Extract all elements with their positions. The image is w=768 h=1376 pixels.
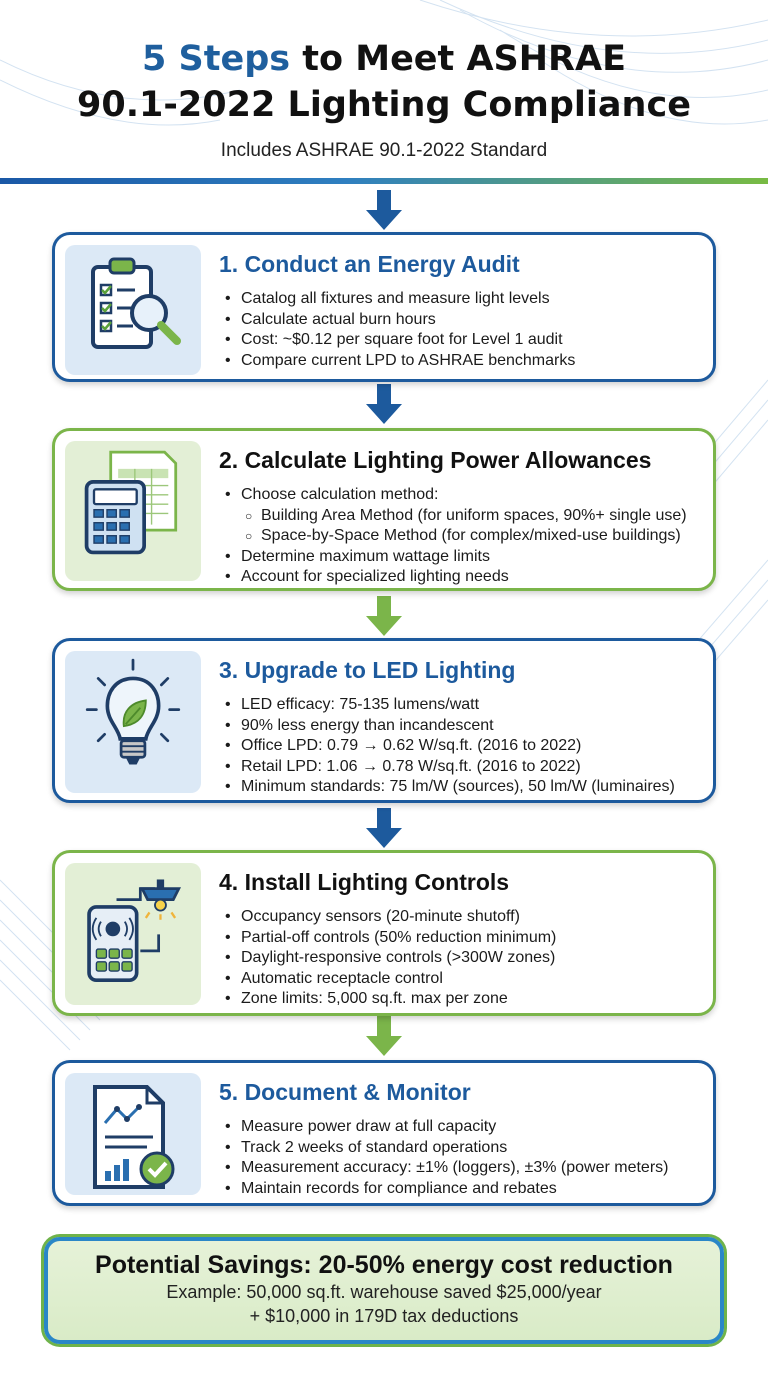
list-item: Measure power draw at full capacity [219,1117,668,1138]
down-arrow-icon [366,384,402,424]
list-item: Measurement accuracy: ±1% (loggers), ±3%… [219,1158,668,1179]
page-title: 5 Steps to Meet ASHRAE 90.1-2022 Lightin… [0,36,768,128]
list-item: 90% less energy than incandescent [219,716,675,737]
step-card-4: 4. Install Lighting Controls Occupancy s… [52,850,716,1016]
step-card-3: 3. Upgrade to LED Lighting LED efficacy:… [52,638,716,803]
step-card-5: 5. Document & Monitor Measure power draw… [52,1060,716,1206]
down-arrow-icon [366,808,402,848]
savings-headline: Potential Savings: 20-50% energy cost re… [95,1251,673,1279]
list-item: Calculate actual burn hours [219,310,575,331]
step-title-4: 4. Install Lighting Controls [219,869,510,895]
title-accent: 5 Steps [141,39,291,79]
list-item: Account for specialized lighting needs [219,567,687,588]
clipboard-magnifier-icon [65,245,201,375]
list-item: Compare current LPD to ASHRAE benchmarks [219,351,575,372]
list-item: Office LPD: 0.79 → 0.62 W/sq.ft. (2016 t… [219,736,675,757]
title-line-2: 90.1-2022 Lighting Compliance [77,85,691,125]
step-card-2: 2. Calculate Lighting Power Allowances C… [52,428,716,591]
header-divider [0,178,768,184]
savings-summary-box: Potential Savings: 20-50% energy cost re… [44,1237,724,1344]
down-arrow-icon [366,596,402,636]
list-item: Choose calculation method: [219,485,687,506]
step-2-points: Choose calculation method: Building Area… [219,485,687,588]
list-sub-item: Building Area Method (for uniform spaces… [219,506,687,527]
list-item: Track 2 weeks of standard operations [219,1138,668,1159]
step-title-1: 1. Conduct an Energy Audit [219,251,520,277]
list-item: Retail LPD: 1.06 → 0.78 W/sq.ft. (2016 t… [219,757,675,778]
sensor-lamp-icon [65,863,201,1005]
step-title-3: 3. Upgrade to LED Lighting [219,657,516,683]
page-subtitle: Includes ASHRAE 90.1-2022 Standard [220,140,548,161]
list-item: LED efficacy: 75-135 lumens/watt [219,695,675,716]
list-item: Minimum standards: 75 lm/W (sources), 50… [219,777,675,798]
step-1-points: Catalog all fixtures and measure light l… [219,289,575,371]
list-item: Maintain records for compliance and reba… [219,1179,668,1200]
step-4-points: Occupancy sensors (20-minute shutoff) Pa… [219,907,556,1010]
savings-tax-line: + $10,000 in 179D tax deductions [249,1306,519,1326]
down-arrow-icon [366,190,402,230]
list-item: Cost: ~$0.12 per square foot for Level 1… [219,330,575,351]
list-item: Zone limits: 5,000 sq.ft. max per zone [219,989,556,1010]
title-rest: to Meet ASHRAE [290,39,626,79]
step-card-1: 1. Conduct an Energy Audit Catalog all f… [52,232,716,382]
lightbulb-leaf-icon [65,651,201,793]
step-title-2: 2. Calculate Lighting Power Allowances [219,447,652,473]
step-5-points: Measure power draw at full capacity Trac… [219,1117,668,1199]
step-3-points: LED efficacy: 75-135 lumens/watt 90% les… [219,695,675,798]
savings-example-line: Example: 50,000 sq.ft. warehouse saved $… [166,1282,602,1302]
list-item: Catalog all fixtures and measure light l… [219,289,575,310]
down-arrow-icon [366,1016,402,1056]
list-item: Automatic receptacle control [219,969,556,990]
step-title-5: 5. Document & Monitor [219,1079,471,1105]
report-checkmark-icon [65,1073,201,1195]
calculator-spreadsheet-icon [65,441,201,581]
list-item: Partial-off controls (50% reduction mini… [219,928,556,949]
list-item: Determine maximum wattage limits [219,547,687,568]
list-item: Daylight-responsive controls (>300W zone… [219,948,556,969]
list-item: Occupancy sensors (20-minute shutoff) [219,907,556,928]
list-sub-item: Space-by-Space Method (for complex/mixed… [219,526,687,547]
